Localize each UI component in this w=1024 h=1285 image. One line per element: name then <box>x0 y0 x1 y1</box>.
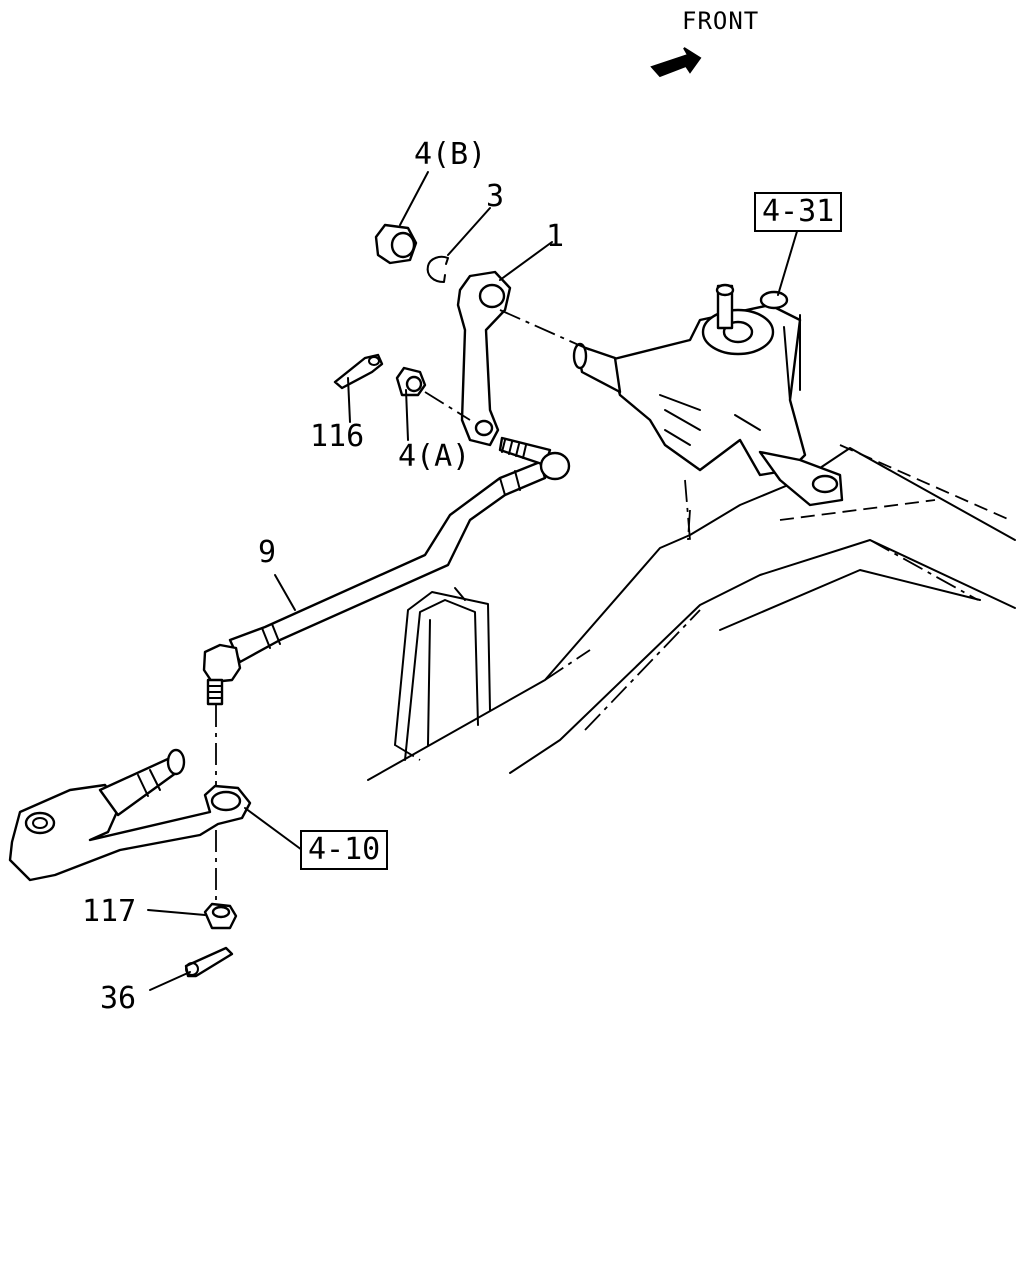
leader-lines <box>147 171 799 991</box>
callout-split-pin-116: 116 <box>310 419 365 454</box>
chassis-frame <box>367 444 1016 781</box>
ref-box-knuckle-arm: 4-10 <box>300 830 389 870</box>
callout-washer-3: 3 <box>486 179 505 214</box>
pin-36 <box>184 946 234 978</box>
front-direction-label: FRONT <box>682 7 760 35</box>
steering-gear-box <box>572 283 844 541</box>
knuckle-arm <box>8 748 252 905</box>
pitman-arm <box>456 270 591 447</box>
callout-nut-4b: 4(B) <box>414 137 487 172</box>
ref-box-steering-gear: 4-31 <box>754 192 843 232</box>
callout-pitman-arm-1: 1 <box>546 219 565 254</box>
washer-3 <box>426 255 449 283</box>
drag-link-9 <box>202 436 571 790</box>
callout-nut-117: 117 <box>82 894 137 929</box>
callout-nut-4a: 4(A) <box>398 439 471 474</box>
nut-117 <box>203 902 238 930</box>
callout-pin-36: 36 <box>100 981 137 1016</box>
front-arrow-icon <box>650 47 702 78</box>
callout-drag-link-9: 9 <box>258 535 277 570</box>
split-pin-116 <box>333 353 384 390</box>
nut-4a <box>395 366 471 421</box>
nut-4b <box>374 223 418 265</box>
